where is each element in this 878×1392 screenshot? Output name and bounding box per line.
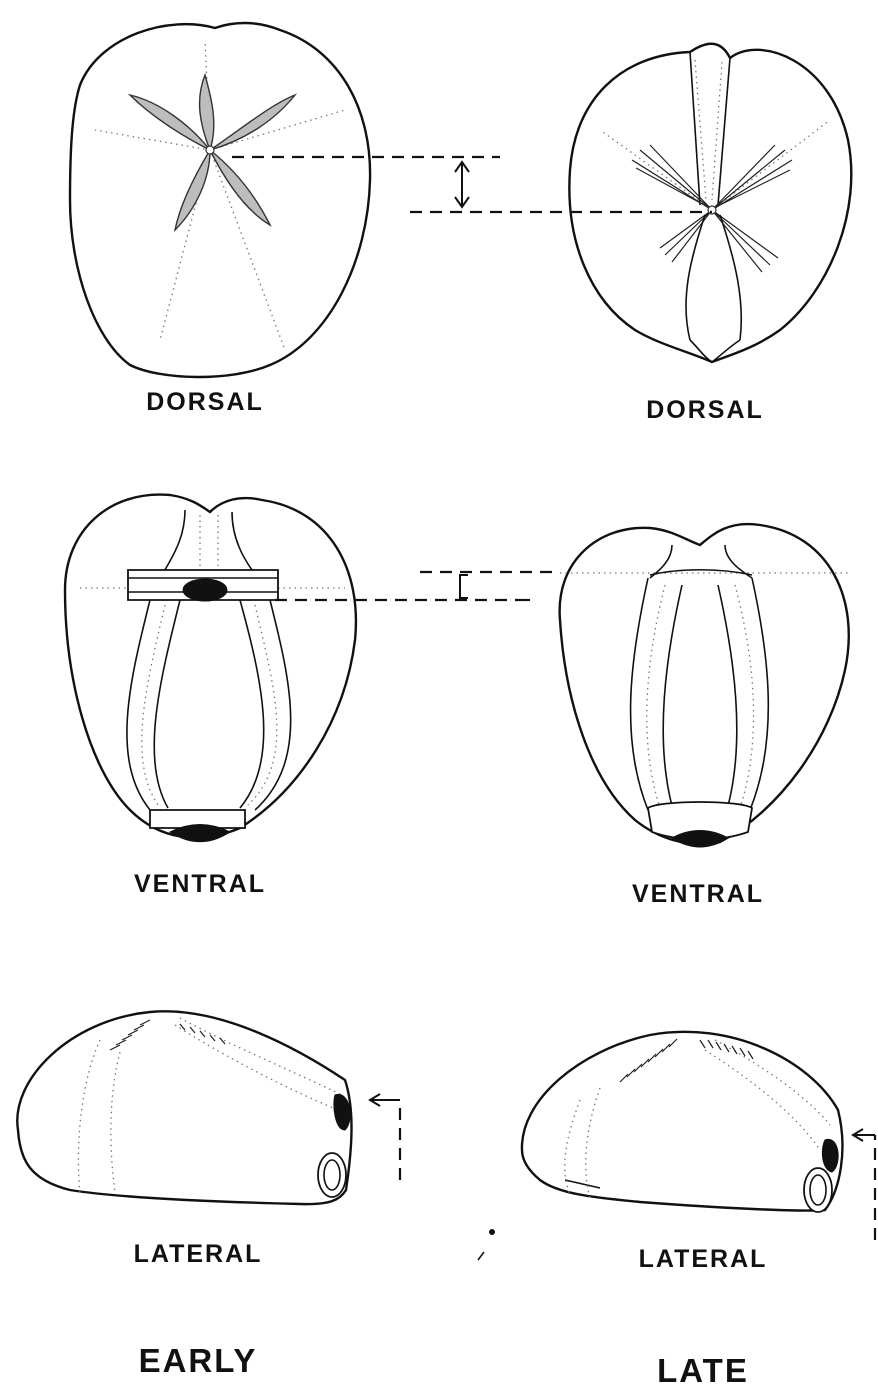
late-dorsal-test <box>569 44 851 362</box>
late-lateral-test <box>522 1032 842 1212</box>
late-lateral-arrow <box>853 1129 875 1240</box>
early-stage-label: EARLY <box>139 1342 258 1379</box>
early-ventral-label: VENTRAL <box>134 870 266 898</box>
late-ventral-test <box>560 524 849 847</box>
stray-mark <box>478 1229 495 1260</box>
late-stage-label: LATE <box>657 1352 749 1389</box>
early-dorsal-label: DORSAL <box>146 388 264 416</box>
early-lateral-arrow <box>370 1094 400 1180</box>
late-dorsal-label: DORSAL <box>646 396 764 424</box>
late-lateral-label: LATERAL <box>639 1245 768 1273</box>
late-ventral-label: VENTRAL <box>632 880 764 908</box>
early-dorsal-test <box>70 23 370 377</box>
early-lateral-label: LATERAL <box>134 1240 263 1268</box>
early-lateral-test <box>17 1011 351 1204</box>
early-ventral-test <box>65 495 356 842</box>
